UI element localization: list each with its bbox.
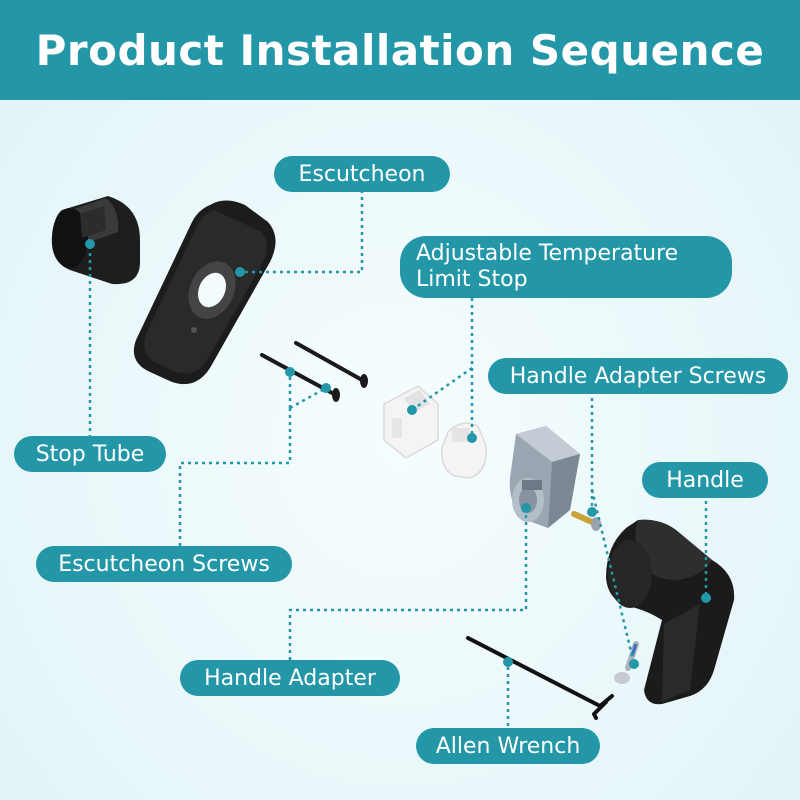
stop-tube-part <box>52 196 140 284</box>
label-allen-wrench: Allen Wrench <box>416 728 600 764</box>
label-temperature-limit-stop-line1: Adjustable Temperature <box>416 241 678 267</box>
handle-adapter-screw-part <box>574 514 601 531</box>
label-handle-adapter: Handle Adapter <box>180 660 400 696</box>
label-temperature-limit-stop-line2: Limit Stop <box>416 267 528 293</box>
escutcheon-part <box>134 201 276 385</box>
label-temperature-limit-stop: Adjustable Temperature Limit Stop <box>400 236 732 298</box>
label-handle: Handle <box>642 462 768 498</box>
label-handle-adapter-screws: Handle Adapter Screws <box>488 358 788 394</box>
allen-wrench-part <box>468 638 612 718</box>
handle-adapter-part <box>510 426 580 528</box>
label-stop-tube: Stop Tube <box>14 436 166 472</box>
label-escutcheon: Escutcheon <box>274 156 450 192</box>
label-escutcheon-screws: Escutcheon Screws <box>36 546 292 582</box>
